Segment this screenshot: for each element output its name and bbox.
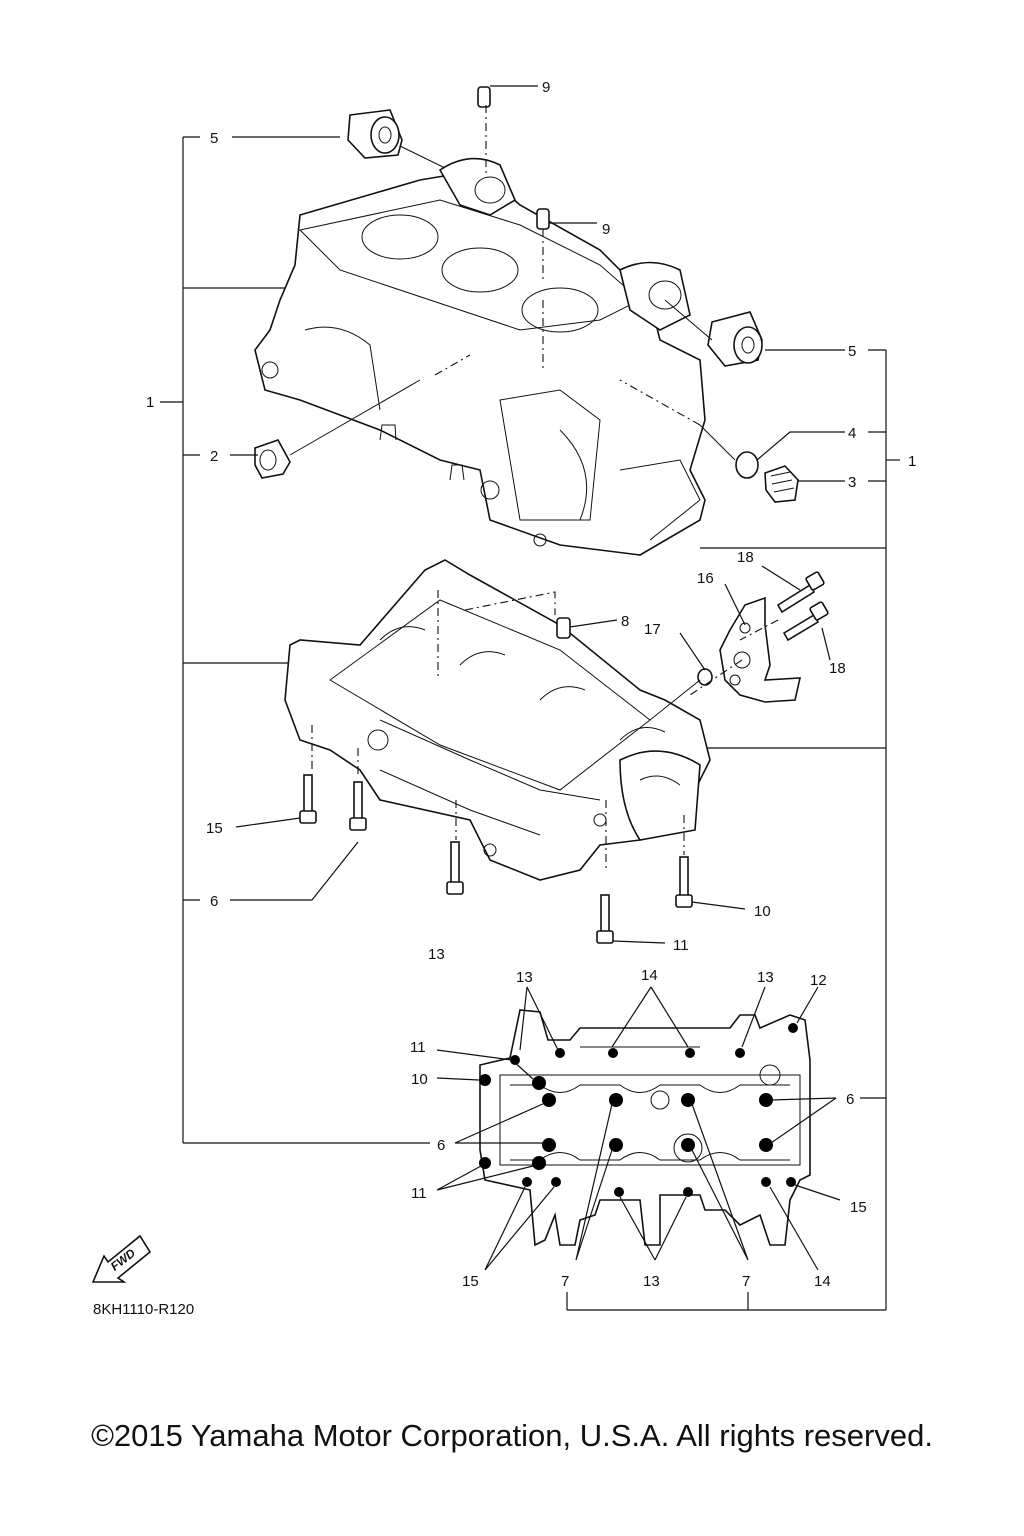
dowel-pin-8 <box>556 617 571 639</box>
callout-11-plan-bottom: 11 <box>411 1185 427 1202</box>
callout-7-left: 7 <box>561 1273 569 1290</box>
callout-13-plan-left: 13 <box>516 969 533 986</box>
right-group-bracket <box>566 349 900 1311</box>
callout-10-plan: 10 <box>411 1071 428 1088</box>
callout-14-bottom: 14 <box>814 1273 831 1290</box>
callout-14-top: 14 <box>641 967 658 984</box>
callout-13-plan-bottom: 13 <box>643 1273 660 1290</box>
callout-16: 16 <box>697 570 714 587</box>
bracket-16 <box>719 596 802 703</box>
crankcase-plan-view <box>479 1009 811 1247</box>
rubber-mount-top <box>347 109 403 159</box>
callout-1-right: 1 <box>908 453 916 470</box>
callout-5-top: 5 <box>210 130 218 147</box>
dowel-pin-mid <box>536 208 550 230</box>
callout-15-plan-left: 15 <box>462 1273 479 1290</box>
o-ring-17 <box>697 668 713 686</box>
callout-15-plan-right: 15 <box>850 1199 867 1216</box>
callout-9-top: 9 <box>542 79 550 96</box>
dowel-pin-top <box>477 86 491 108</box>
callout-9-mid: 9 <box>602 221 610 238</box>
plug-3 <box>764 465 799 503</box>
o-ring-4 <box>735 451 759 479</box>
callout-6-left-upper: 6 <box>210 893 218 910</box>
callout-13-bolt: 13 <box>428 946 445 963</box>
callout-3: 3 <box>848 474 856 491</box>
plan-leaders <box>436 986 841 1271</box>
callout-11-plan-top: 11 <box>410 1039 426 1056</box>
callout-15-bolt: 15 <box>206 820 223 837</box>
callout-10-bolt: 10 <box>754 903 771 920</box>
callout-6-left-lower: 6 <box>437 1137 445 1154</box>
callout-1-left: 1 <box>146 394 154 411</box>
bolt-18-top <box>776 571 825 614</box>
rubber-mount-right <box>707 311 763 367</box>
bolt-18-bottom <box>782 601 829 642</box>
copyright-notice: ©2015 Yamaha Motor Corporation, U.S.A. A… <box>91 1418 933 1453</box>
bolt-11 <box>596 894 614 944</box>
callout-18-top: 18 <box>737 549 754 566</box>
lower-assembly-lines <box>311 590 779 870</box>
callout-13-plan-right: 13 <box>757 969 774 986</box>
lower-crankcase <box>284 559 711 881</box>
drawing-code: 8KH1110-R120 <box>93 1301 194 1318</box>
callout-8: 8 <box>621 613 629 630</box>
callout-7-right: 7 <box>742 1273 750 1290</box>
callout-labels: 1 1 2 3 4 5 5 6 6 6 7 7 8 9 9 10 10 11 1… <box>146 79 916 1290</box>
bolt-10 <box>675 856 693 908</box>
plug-2 <box>254 439 291 479</box>
bolt-15 <box>299 774 317 824</box>
callout-4: 4 <box>848 425 856 442</box>
bolt-13 <box>446 841 464 895</box>
callout-2: 2 <box>210 448 218 465</box>
callout-12: 12 <box>810 972 827 989</box>
upper-assembly-lines <box>289 105 736 461</box>
bolt-6 <box>349 781 367 831</box>
callout-6-right: 6 <box>846 1091 854 1108</box>
callout-17: 17 <box>644 621 661 638</box>
left-group-bracket <box>160 136 430 1144</box>
fwd-arrow-icon: FWD <box>91 1234 152 1283</box>
callout-5-right: 5 <box>848 343 856 360</box>
upper-crankcase <box>254 157 706 556</box>
callout-leaders <box>230 85 845 671</box>
bolt-leaders <box>230 817 746 944</box>
callout-11-bolt: 11 <box>673 937 689 954</box>
callout-18-bottom: 18 <box>829 660 846 677</box>
